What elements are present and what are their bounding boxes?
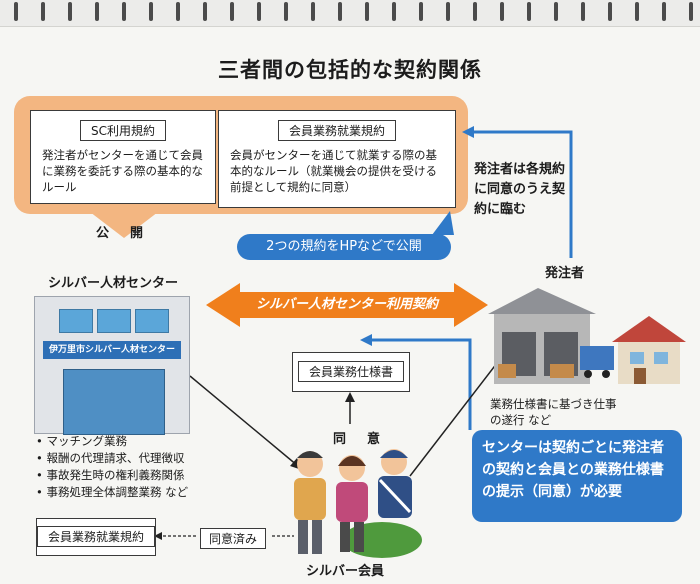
client-facility-illustration — [488, 288, 686, 384]
warehouse-roof — [488, 288, 596, 314]
contract-bar: シルバー人材センター利用契約 — [240, 292, 454, 318]
rules-panel-pointer — [90, 212, 158, 238]
binder-ring — [95, 2, 99, 21]
member-sash — [378, 478, 412, 514]
member-leg — [354, 522, 364, 552]
binder-ring — [392, 2, 396, 21]
center-sign: 伊万里市シルバー人材センター — [43, 341, 181, 359]
cargo-box — [498, 364, 516, 378]
binder-ring — [230, 2, 234, 21]
binder-ring — [176, 2, 180, 21]
client-label: 発注者 — [545, 266, 585, 281]
contract-arrow-right — [454, 283, 488, 327]
building-window — [59, 309, 93, 333]
member-leg — [340, 522, 350, 552]
house-roof — [612, 316, 686, 342]
binder-ring — [311, 2, 315, 21]
publish-label: 公 開 — [96, 226, 148, 241]
member-hair — [338, 456, 366, 466]
member-rules-copy-label: 会員業務就業規約 — [36, 526, 156, 547]
publish-banner: 2つの規約をHPなどで公開 — [237, 234, 451, 260]
spec-document-label: 会員業務仕様書 — [297, 361, 405, 382]
member-leg — [312, 520, 322, 554]
member-leg — [298, 520, 308, 554]
member-body — [294, 478, 326, 520]
binder-ring — [68, 2, 72, 21]
agree-arrowhead — [345, 392, 355, 402]
house-wall — [618, 340, 680, 384]
page-title: 三者間の包括的な契約関係 — [218, 58, 482, 82]
note-to-spec-arrowhead — [360, 334, 372, 346]
binder-ring — [689, 2, 693, 21]
member-rules-document: 会員業務就業規約 会員がセンターを通じて就業する際の基本的なルール（就業機会の提… — [218, 110, 456, 208]
duty-item: マッチング業務 — [36, 433, 188, 450]
binder-ring — [554, 2, 558, 21]
truck-wheel — [602, 370, 610, 378]
center-duties-list: マッチング業務 報酬の代理請求、代理徴収 事故発生時の権利義務関係 事務処理全体… — [36, 433, 188, 501]
note-to-spec-line — [368, 338, 472, 430]
member-rules-label: 会員業務就業規約 — [277, 120, 397, 141]
consent-arrowhead — [154, 532, 162, 540]
house-door — [634, 368, 646, 384]
center-requirement-note: センターは契約ごとに発注者の契約と会員との業務仕様書の提示（同意）が必要 — [472, 430, 682, 522]
truck — [580, 346, 614, 370]
member-hair — [297, 451, 323, 458]
building-entrance — [63, 369, 165, 435]
binder-ring — [41, 2, 45, 21]
binder-ring — [446, 2, 450, 21]
client-agreement-text: 発注者は各規約に同意のうえ契約に臨む — [474, 162, 566, 217]
binder-ring — [635, 2, 639, 21]
building-window — [97, 309, 131, 333]
center-to-members-line — [189, 375, 299, 467]
members-to-client-line — [409, 353, 505, 477]
members-illustration — [294, 449, 422, 558]
duty-item: 事故発生時の権利義務関係 — [36, 467, 188, 484]
binder-ring — [284, 2, 288, 21]
client-to-rules-arrowhead — [462, 126, 474, 138]
cargo-box — [550, 364, 574, 378]
member-body — [336, 482, 368, 522]
building-window — [135, 309, 169, 333]
binder-ring — [608, 2, 612, 21]
sc-rules-body: 発注者がセンターを通じて会員に業務を委託する際の基本的なルール — [42, 148, 203, 194]
center-building: 伊万里市シルバー人材センター — [34, 296, 190, 435]
binder-ring — [365, 2, 369, 21]
duty-item: 事務処理全体調整業務 など — [36, 484, 188, 501]
work-execution-text: 業務仕様書に基づき仕事の遂行 など — [490, 397, 617, 427]
binder-ring — [338, 2, 342, 21]
member-label: シルバー会員 — [306, 564, 385, 579]
agree-label: 同 意 — [333, 432, 385, 447]
binder-ring — [500, 2, 504, 21]
binder-strip — [0, 0, 700, 27]
binder-ring — [14, 2, 18, 21]
house-window — [630, 352, 644, 364]
binder-ring — [122, 2, 126, 21]
member-rules-copy-document: 会員業務就業規約 — [36, 518, 156, 556]
binder-ring — [203, 2, 207, 21]
binder-ring — [149, 2, 153, 21]
binder-ring — [527, 2, 531, 21]
house-window — [654, 352, 668, 364]
member-rules-body: 会員がセンターを通じて就業する際の基本的なルール（就業機会の提供を受ける前提とし… — [230, 148, 437, 194]
binder-ring — [662, 2, 666, 21]
truck-wheel — [584, 370, 592, 378]
center-label: シルバー人材センター — [48, 276, 179, 291]
contract-arrow-left — [206, 283, 240, 327]
binder-ring — [257, 2, 261, 21]
binder-ring — [419, 2, 423, 21]
spec-document: 会員業務仕様書 — [292, 352, 410, 392]
consented-label: 同意済み — [200, 528, 267, 549]
sc-rules-label: SC利用規約 — [80, 120, 166, 141]
duty-item: 報酬の代理請求、代理徴収 — [36, 450, 188, 467]
binder-ring — [473, 2, 477, 21]
member-cap — [380, 450, 408, 458]
publish-banner-pointer — [432, 211, 454, 235]
binder-ring — [581, 2, 585, 21]
sc-rules-document: SC利用規約 発注者がセンターを通じて会員に業務を委託する際の基本的なルール — [30, 110, 216, 204]
client-to-rules-line — [470, 130, 573, 258]
